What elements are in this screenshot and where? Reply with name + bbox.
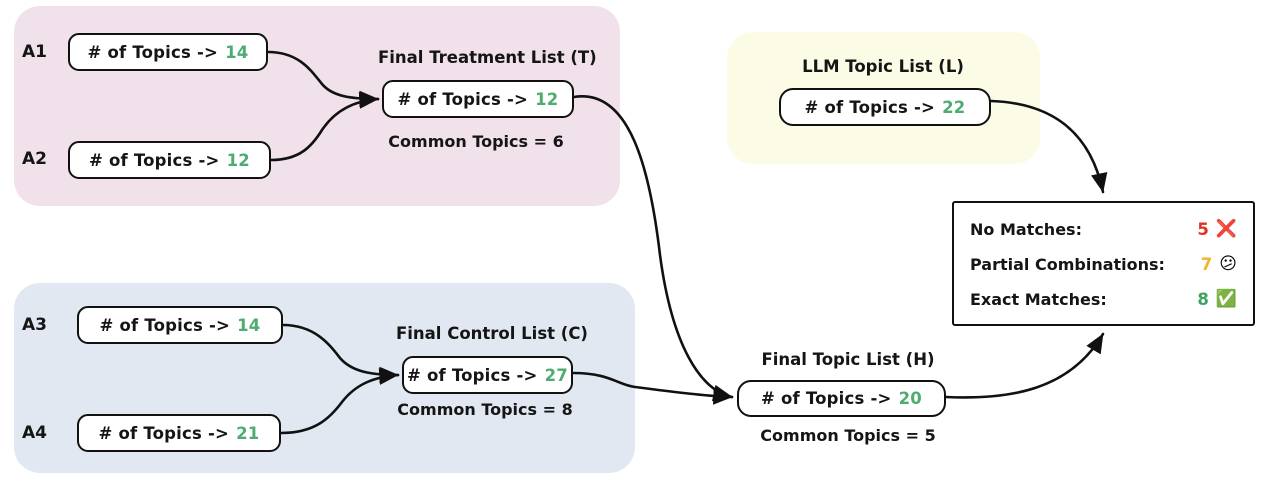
- source-label-a1: A1: [22, 42, 47, 62]
- source-label-a3: A3: [22, 315, 47, 335]
- result-label-no-matches: No Matches:: [970, 219, 1082, 239]
- control-result-text: # of Topics ->: [407, 365, 538, 385]
- source-box-a1-count: 14: [225, 42, 249, 62]
- match-results-box: No Matches: 5 ❌ Partial Combinations: 7 …: [952, 201, 1255, 326]
- control-result-caption: Final Control List (C): [396, 324, 588, 343]
- result-right-partial-combinations: 7 😕: [1201, 255, 1237, 274]
- llm-topic-count: 22: [942, 97, 966, 117]
- source-label-a4: A4: [22, 423, 47, 443]
- final-topic-box[interactable]: # of Topics -> 20: [737, 380, 946, 417]
- result-value-partial-combinations: 7: [1200, 254, 1213, 274]
- source-box-a2-count: 12: [226, 150, 250, 170]
- source-box-a4-text: # of Topics ->: [98, 423, 230, 443]
- result-row-partial-combinations: Partial Combinations: 7 😕: [970, 249, 1237, 279]
- treatment-common-topics: Common Topics = 6: [388, 132, 564, 151]
- source-box-a4[interactable]: # of Topics -> 21: [77, 414, 281, 452]
- llm-topic-box[interactable]: # of Topics -> 22: [779, 88, 991, 126]
- source-label-a2: A2: [22, 149, 47, 169]
- source-box-a2-text: # of Topics ->: [89, 150, 220, 170]
- llm-topic-text: # of Topics ->: [804, 97, 936, 117]
- result-right-exact-matches: 8 ✅: [1197, 290, 1237, 309]
- result-value-no-matches: 5: [1197, 219, 1209, 239]
- treatment-result-text: # of Topics ->: [397, 89, 529, 109]
- final-topic-text: # of Topics ->: [761, 389, 892, 408]
- result-value-exact-matches: 8: [1197, 289, 1209, 309]
- source-box-a4-count: 21: [236, 423, 260, 443]
- result-right-no-matches: 5 ❌: [1197, 220, 1237, 239]
- control-result-box[interactable]: # of Topics -> 27: [402, 356, 573, 394]
- source-box-a2[interactable]: # of Topics -> 12: [68, 141, 271, 179]
- treatment-result-caption: Final Treatment List (T): [378, 48, 597, 67]
- control-common-topics: Common Topics = 8: [397, 400, 573, 419]
- final-topic-count: 20: [898, 389, 922, 408]
- llm-caption: LLM Topic List (L): [802, 57, 964, 76]
- source-box-a3-text: # of Topics ->: [99, 315, 231, 335]
- result-row-no-matches: No Matches: 5 ❌: [970, 214, 1237, 244]
- edge-final-to-results: [944, 332, 1105, 399]
- treatment-result-count: 12: [535, 89, 559, 109]
- treatment-result-box[interactable]: # of Topics -> 12: [382, 80, 574, 118]
- source-box-a3-count: 14: [237, 315, 261, 335]
- source-box-a1-text: # of Topics ->: [87, 42, 219, 62]
- cross-mark-icon: ❌: [1215, 218, 1237, 239]
- confused-face-icon: 😕: [1219, 253, 1237, 274]
- control-result-count: 27: [544, 365, 568, 385]
- final-common-topics: Common Topics = 5: [760, 426, 936, 445]
- result-label-exact-matches: Exact Matches:: [970, 289, 1107, 309]
- final-topic-caption: Final Topic List (H): [761, 350, 935, 369]
- source-box-a3[interactable]: # of Topics -> 14: [77, 306, 283, 344]
- result-row-exact-matches: Exact Matches: 8 ✅: [970, 284, 1237, 314]
- source-box-a1[interactable]: # of Topics -> 14: [68, 33, 268, 71]
- check-mark-icon: ✅: [1215, 288, 1237, 309]
- result-label-partial-combinations: Partial Combinations:: [970, 254, 1165, 274]
